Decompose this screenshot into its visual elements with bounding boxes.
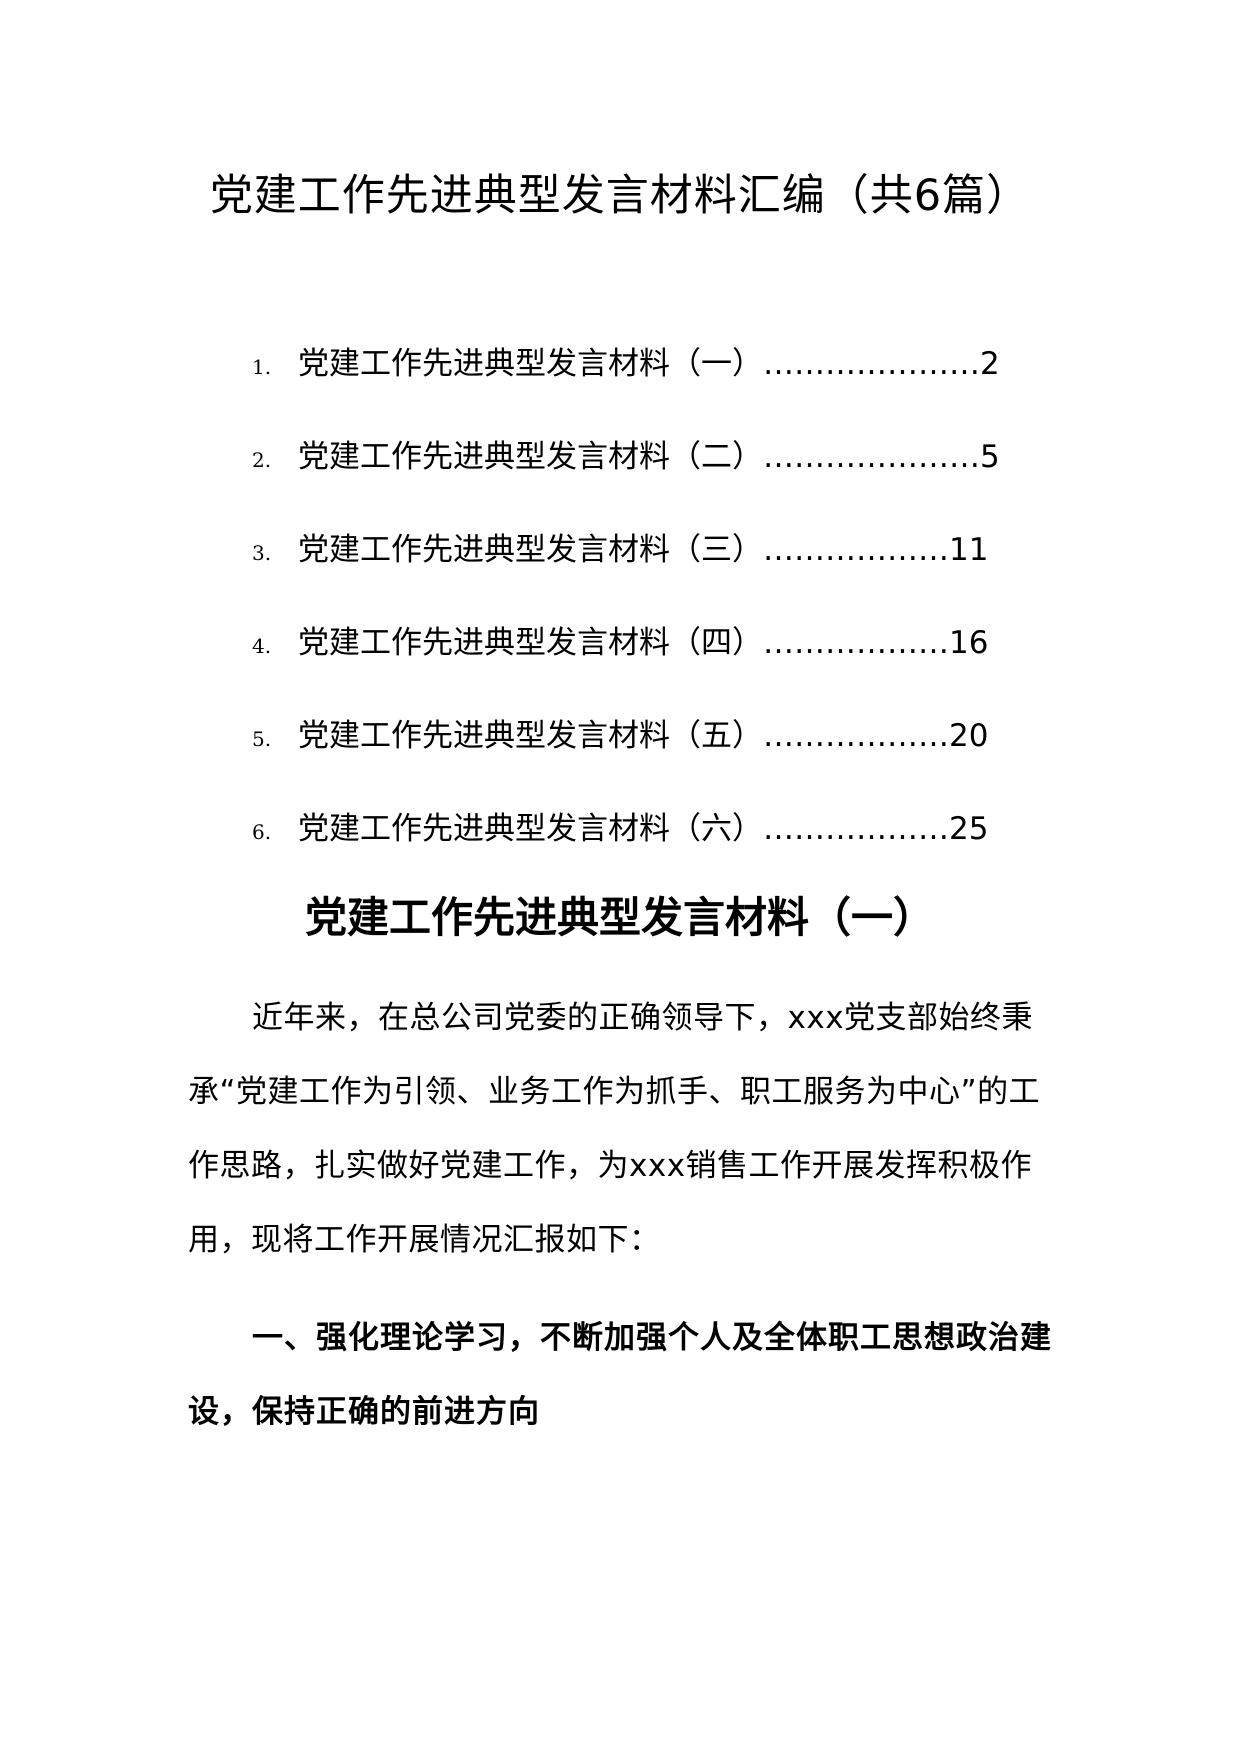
toc-entry[interactable]: 4. 党建工作先进典型发言材料（四） ……………… 16 [252,617,1052,710]
toc-entry-label: 党建工作先进典型发言材料（五） [298,718,763,754]
toc-entry-label: 党建工作先进典型发言材料（三） [298,532,763,568]
toc-entry-page: 5 [980,439,1000,475]
section-title: 党建工作先进典型发言材料（一） [304,893,935,942]
toc-entry[interactable]: 3. 党建工作先进典型发言材料（三） ……………… 11 [252,524,1052,617]
toc-entry[interactable]: 1. 党建工作先进典型发言材料（一） ………………… 2 [252,338,1052,431]
toc-entry-label: 党建工作先进典型发言材料（六） [298,811,763,847]
toc-entry-page: 16 [949,625,989,661]
toc-entry-number: 4. [252,634,272,658]
toc-entry-label: 党建工作先进典型发言材料（一） [298,346,763,382]
toc-entry-leader: ……………… [763,625,949,661]
toc-entry-label: 党建工作先进典型发言材料（四） [298,625,763,661]
toc-entry-leader: ……………… [763,532,949,568]
toc-entry-page: 25 [949,811,989,847]
toc-entry[interactable]: 6. 党建工作先进典型发言材料（六） ……………… 25 [252,803,1052,896]
toc-entry-page: 20 [949,718,989,754]
toc-entry-label: 党建工作先进典型发言材料（二） [298,439,763,475]
toc-entry-leader: ………………… [763,346,980,382]
toc-entry-leader: ……………… [763,718,949,754]
toc-entry[interactable]: 2. 党建工作先进典型发言材料（二） ………………… 5 [252,431,1052,524]
toc-entry-leader: ………………… [763,439,980,475]
toc-entry-number: 5. [252,727,272,751]
toc-entry-leader: ……………… [763,811,949,847]
document-title: 党建工作先进典型发言材料汇编（共6篇） [209,171,1031,221]
toc-entry-number: 3. [252,541,272,565]
toc-entry[interactable]: 5. 党建工作先进典型发言材料（五） ……………… 20 [252,710,1052,803]
toc-entry-number: 6. [252,820,272,844]
toc-entry-number: 2. [252,448,272,472]
toc-entry-page: 2 [980,346,1000,382]
toc-entry-number: 1. [252,355,272,379]
intro-paragraph: 近年来，在总公司党委的正确领导下，xxx党支部始终秉承“党建工作为引领、业务工作… [188,1000,1041,1258]
toc-entry-page: 11 [949,532,989,568]
subsection-heading: 一、强化理论学习，不断加强个人及全体职工思想政治建设，保持正确的前进方向 [188,1320,1052,1430]
table-of-contents: 1. 党建工作先进典型发言材料（一） ………………… 2 2. 党建工作先进典型… [252,338,1052,896]
